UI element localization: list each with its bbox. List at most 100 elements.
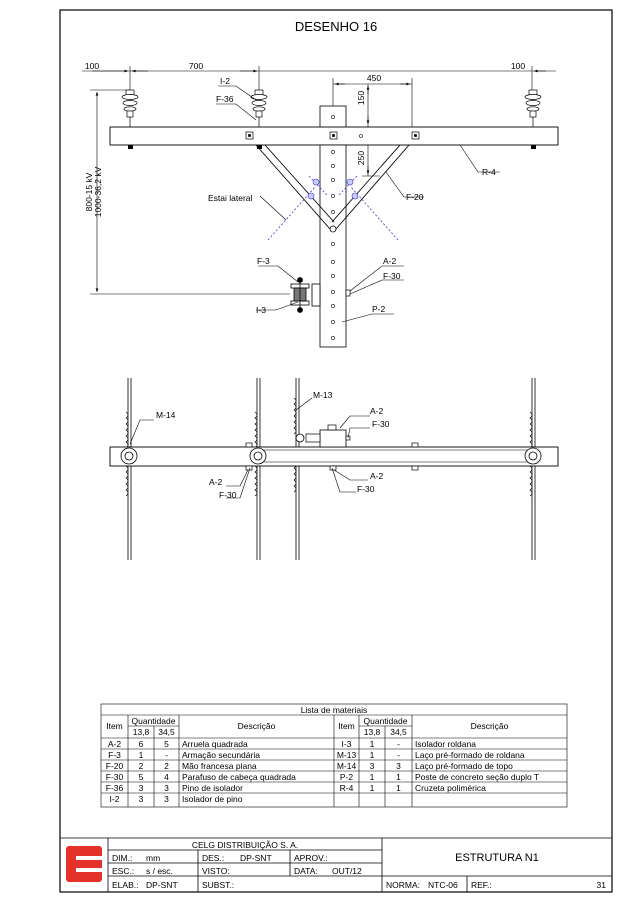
label-m13: M-13 bbox=[313, 390, 333, 400]
sheet-border bbox=[59, 9, 613, 893]
dim-value: mm bbox=[146, 853, 161, 863]
brace-left bbox=[255, 144, 335, 230]
label-i2: I-2 bbox=[220, 76, 230, 86]
visto-label: VISTO: bbox=[202, 866, 230, 876]
page-number: 31 bbox=[596, 880, 606, 890]
table-cell-desc: Mão francesa plana bbox=[182, 761, 257, 771]
dim-top-gap: 150 bbox=[356, 91, 366, 105]
insulator-plan bbox=[120, 447, 542, 465]
label-a2-top: A-2 bbox=[370, 406, 384, 416]
plan-view: M-14 M-13 A-2 F-30 A-2 F-30 A-2 F-30 bbox=[109, 378, 559, 560]
col-v2-left: 34,5 bbox=[158, 727, 175, 737]
table-cell-item: I-3 bbox=[341, 739, 352, 749]
dim-left-offset: 100 bbox=[85, 61, 99, 71]
table-cell-q1: 5 bbox=[138, 772, 144, 782]
elevation-view: 100 700 100 450 150 250 bbox=[82, 61, 559, 348]
label-estai-lateral: Estai lateral bbox=[208, 193, 253, 203]
table-cell-q2: 3 bbox=[396, 761, 401, 771]
label-f30-bottom: F-30 bbox=[357, 484, 375, 494]
rack-bolt bbox=[345, 289, 351, 297]
brace-bolt bbox=[329, 225, 337, 233]
table-cell-desc: Pino de isolador bbox=[182, 783, 243, 793]
label-m14: M-14 bbox=[156, 410, 176, 420]
dim-span: 700 bbox=[189, 61, 203, 71]
table-cell-q1: 3 bbox=[138, 794, 144, 804]
plan-bolts bbox=[245, 442, 419, 471]
table-cell-q1: 2 bbox=[138, 761, 144, 771]
dim-height-b: 1000-36,2 kV bbox=[93, 166, 103, 217]
table-cell-desc: Laço pré-formado de topo bbox=[415, 761, 513, 771]
norma-label: NORMA: bbox=[386, 880, 420, 890]
table-cell-q1: 1 bbox=[138, 750, 144, 760]
pin-insulator-right bbox=[524, 89, 542, 127]
table-cell-q1: 1 bbox=[369, 772, 375, 782]
table-cell-item: F-36 bbox=[105, 783, 124, 793]
top-dimension bbox=[82, 66, 556, 92]
col-desc-left: Descrição bbox=[237, 721, 276, 731]
plan-leaders bbox=[129, 397, 370, 499]
table-cell-item: F-30 bbox=[105, 772, 124, 782]
label-f20: F-20 bbox=[406, 192, 424, 202]
label-f3: F-3 bbox=[257, 256, 270, 266]
table-cell-q1: 6 bbox=[138, 739, 144, 749]
table-cell-desc: Laço pré-formado de roldana bbox=[415, 750, 525, 760]
table-cell-q2: 2 bbox=[164, 761, 169, 771]
company-name: CELG DISTRIBUIÇÃO S. A. bbox=[191, 840, 299, 850]
table-cell-q1: 1 bbox=[369, 750, 375, 760]
table-cell-q1: 3 bbox=[369, 761, 375, 771]
label-f30: F-30 bbox=[383, 271, 401, 281]
pin-nuts bbox=[128, 145, 536, 149]
table-cell-desc: Cruzeta polimérica bbox=[415, 783, 486, 793]
table-cell-q2: 4 bbox=[164, 772, 169, 782]
structure-name: ESTRUTURA N1 bbox=[455, 852, 539, 864]
table-cell-q2: 3 bbox=[164, 794, 169, 804]
table-cell-desc: Poste de concreto seção duplo T bbox=[415, 772, 540, 782]
label-f30-left: F-30 bbox=[219, 490, 237, 500]
table-cell-item: F-20 bbox=[105, 761, 124, 771]
materials-caption: Lista de materiais bbox=[300, 705, 368, 715]
col-v1-left: 13,8 bbox=[132, 727, 150, 737]
pole-top bbox=[319, 105, 347, 129]
esc-value: s / esc. bbox=[146, 866, 173, 876]
brace-right bbox=[331, 144, 410, 230]
pole-plan bbox=[319, 429, 347, 448]
table-cell-item: F-3 bbox=[108, 750, 121, 760]
label-i3: I-3 bbox=[256, 305, 266, 315]
dim-height-a: 800-15 kV bbox=[84, 172, 94, 211]
col-item-right: Item bbox=[338, 721, 355, 731]
table-cell-q2: - bbox=[397, 739, 400, 749]
table-cell-q2: 1 bbox=[396, 772, 401, 782]
col-desc-right: Descrição bbox=[470, 721, 509, 731]
dim-right-offset: 100 bbox=[511, 61, 525, 71]
label-a2-bottom: A-2 bbox=[370, 471, 384, 481]
elab-label: ELAB.: bbox=[112, 880, 139, 890]
label-a2-left: A-2 bbox=[209, 477, 223, 487]
title-block-grid bbox=[60, 837, 612, 892]
elab-value: DP-SNT bbox=[146, 880, 178, 890]
crossarm-bolts bbox=[245, 131, 420, 140]
label-p2: P-2 bbox=[372, 304, 386, 314]
label-r4: R-4 bbox=[482, 167, 496, 177]
data-value: OUT/12 bbox=[332, 866, 362, 876]
dim-bracket-width: 450 bbox=[367, 73, 381, 83]
table-cell-item: A-2 bbox=[107, 739, 122, 749]
table-cell-item: M-14 bbox=[336, 761, 357, 771]
table-cell-q2: 5 bbox=[164, 739, 169, 749]
table-cell-item: M-13 bbox=[336, 750, 357, 760]
table-cell-q2: - bbox=[397, 750, 400, 760]
table-cell-desc: Armação secundária bbox=[182, 750, 260, 760]
spool-plan bbox=[295, 433, 305, 443]
spool-insulator bbox=[290, 277, 321, 313]
table-cell-q1: 1 bbox=[369, 739, 375, 749]
table-cell-item: P-2 bbox=[339, 772, 354, 782]
table-cell-item: I-2 bbox=[109, 794, 120, 804]
pin-insulator-center bbox=[250, 89, 268, 127]
table-cell-item: R-4 bbox=[339, 783, 354, 793]
des-label: DES.: bbox=[202, 853, 225, 863]
table-cell-q1: 3 bbox=[138, 783, 144, 793]
table-cell-desc: Parafuso de cabeça quadrada bbox=[182, 772, 296, 782]
table-cell-desc: Arruela quadrada bbox=[182, 739, 248, 749]
subst-label: SUBST.: bbox=[202, 880, 235, 890]
